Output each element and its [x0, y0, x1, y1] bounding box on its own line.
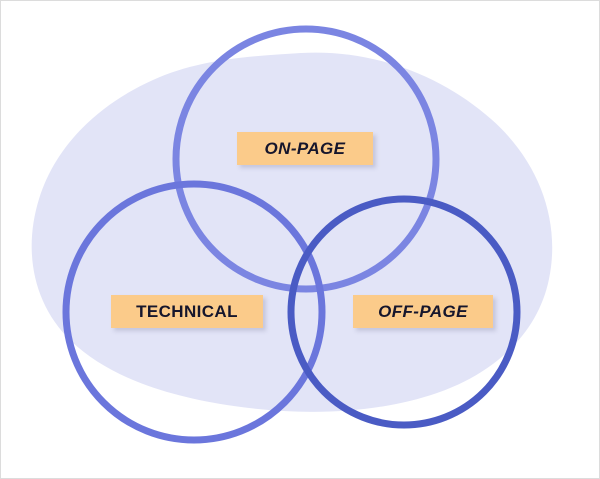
circle-on-page — [172, 25, 440, 293]
circle-technical — [62, 180, 326, 444]
label-on-page: ON-PAGE — [237, 132, 373, 165]
label-off-page: OFF-PAGE — [353, 295, 493, 328]
label-technical: TECHNICAL — [111, 295, 263, 328]
circle-off-page — [287, 195, 521, 429]
